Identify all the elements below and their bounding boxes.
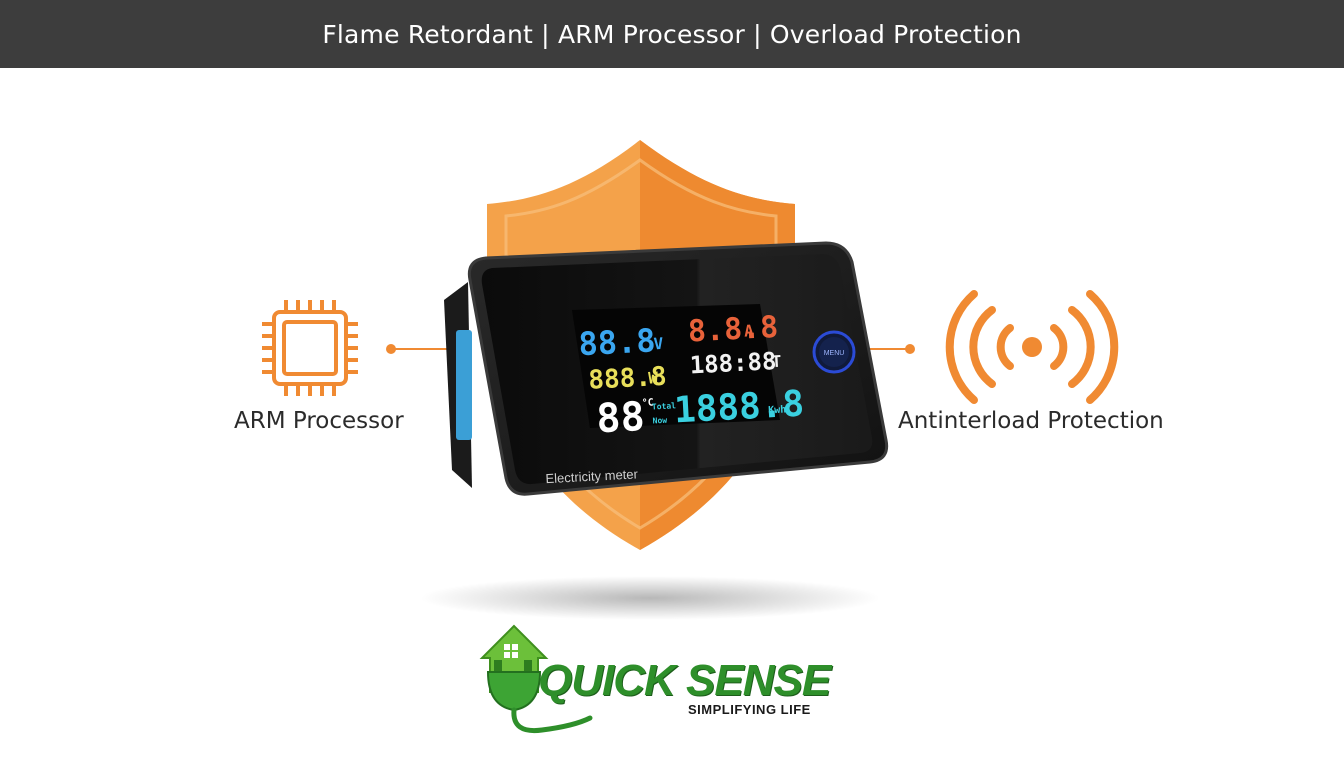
antinterload-protection-label: Antinterload Protection (898, 408, 1164, 434)
right-connector-dot (905, 344, 915, 354)
left-connector-dot (386, 344, 396, 354)
brand-tagline: SIMPLIFYING LIFE (688, 702, 811, 717)
right-connector-line (862, 348, 910, 350)
power-unit: W (648, 368, 659, 387)
arm-processor-label: ARM Processor (234, 408, 404, 434)
time-unit: T (771, 352, 782, 371)
house-plug-icon (479, 624, 593, 734)
energy-value: 1888.8 (673, 384, 805, 432)
time-value: 188:88 (689, 347, 777, 379)
power-value: 888.8 (588, 362, 668, 396)
terminal-block (456, 330, 472, 440)
banner-text: Flame Retordant | ARM Processor | Overlo… (322, 19, 1022, 49)
energy-unit: Kwh (768, 404, 787, 416)
current-value: 8.8.8 (687, 310, 779, 350)
menu-button[interactable]: MENU (804, 322, 864, 382)
brand-logo-text: QUICK SENSE (538, 656, 831, 705)
cpu-chip-icon (262, 300, 358, 396)
left-connector-line (391, 348, 466, 350)
top-banner: Flame Retordant | ARM Processor | Overlo… (0, 0, 1344, 68)
mode-label-total: Total (652, 401, 677, 411)
voltage-value: 88.8 (578, 321, 657, 363)
voltage-unit: V (653, 334, 664, 353)
temperature-value: 88 (595, 394, 646, 442)
broadcast-signal-icon (945, 290, 1119, 404)
temperature-unit: °C (641, 397, 654, 409)
mode-label-now: Now (652, 416, 667, 426)
current-unit: A (744, 321, 755, 340)
menu-button-label: MENU (824, 350, 845, 357)
meter-caption: Electricity meter (545, 466, 639, 486)
